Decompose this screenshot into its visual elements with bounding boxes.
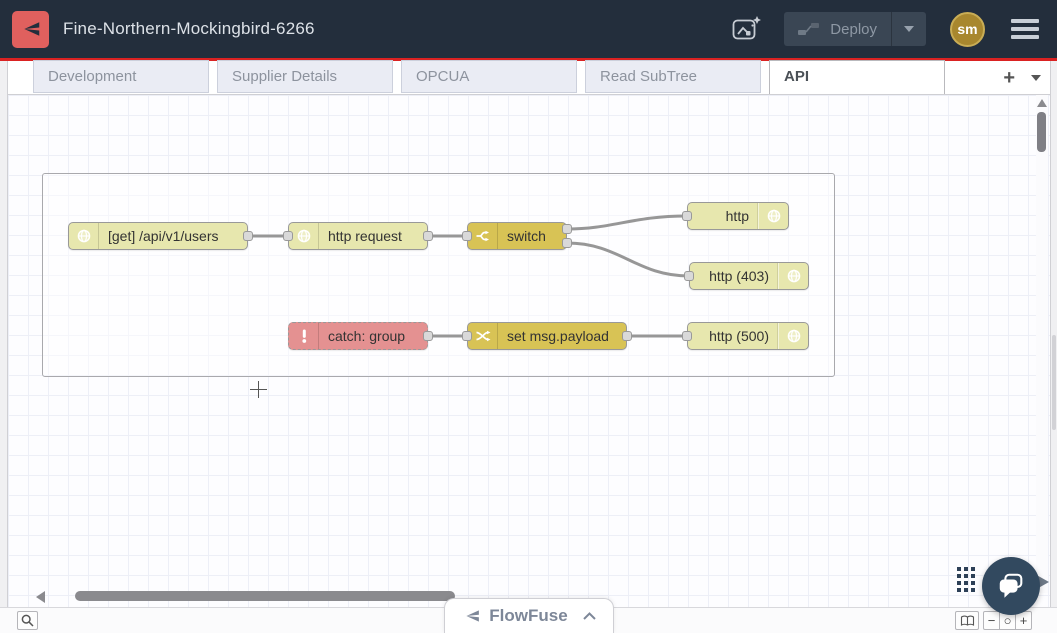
node-label: set msg.payload — [507, 328, 609, 344]
flow-node-http-resp-403[interactable]: http (403) — [689, 262, 809, 290]
chevron-down-icon — [1031, 74, 1041, 81]
palette-collapsed-strip[interactable] — [0, 61, 8, 633]
flowfuse-logo-icon — [12, 10, 49, 48]
node-label: http (403) — [709, 268, 769, 284]
node-port[interactable] — [423, 331, 433, 341]
flow-node-change[interactable]: set msg.payload — [467, 322, 627, 350]
globe-icon — [778, 263, 808, 289]
node-label: http — [725, 208, 749, 224]
search-icon — [21, 614, 34, 627]
globe-icon — [69, 223, 99, 249]
tab-api[interactable]: API — [769, 60, 945, 94]
vertical-scrollbar-thumb[interactable] — [1037, 112, 1046, 152]
user-avatar[interactable]: sm — [950, 11, 985, 47]
chevron-up-icon — [582, 612, 596, 620]
tab-supplier-details[interactable]: Supplier Details — [217, 60, 393, 93]
node-port[interactable] — [462, 331, 472, 341]
node-port[interactable] — [622, 331, 632, 341]
zoom-out-button[interactable]: − — [983, 611, 1000, 630]
globe-icon — [758, 203, 788, 229]
search-button[interactable] — [17, 611, 38, 630]
tab-development[interactable]: Development — [33, 60, 209, 93]
exclaim-icon — [289, 323, 319, 349]
header-accent-bar — [0, 58, 1057, 61]
crosshair-cursor — [250, 381, 267, 398]
node-port[interactable] — [682, 331, 692, 341]
horizontal-scrollbar-thumb[interactable] — [75, 591, 455, 601]
flow-node-http-in[interactable]: [get] /api/v1/users — [68, 222, 248, 250]
fork-icon — [468, 223, 498, 249]
flow-list-dropdown[interactable] — [1031, 74, 1041, 81]
node-port[interactable] — [423, 231, 433, 241]
flowfuse-brand-label: FlowFuse — [489, 606, 568, 625]
tab-opcua[interactable]: OPCUA — [401, 60, 577, 93]
scroll-up-arrow-icon[interactable] — [1037, 99, 1047, 107]
deploy-button[interactable]: Deploy — [784, 12, 926, 46]
chat-widget-drag-handle[interactable] — [957, 567, 975, 592]
header-bar: Fine-Northern-Mockingbird-6266 Deploy sm — [0, 0, 1057, 58]
node-port[interactable] — [562, 238, 572, 248]
shuffle-icon — [468, 323, 498, 349]
navigator-toggle-button[interactable] — [955, 611, 979, 630]
map-icon — [960, 615, 974, 626]
deploy-options-dropdown[interactable] — [891, 12, 926, 46]
flow-node-catch[interactable]: catch: group — [288, 322, 428, 350]
sidebar-collapsed-strip[interactable] — [1050, 61, 1057, 633]
deploy-button-label: Deploy — [830, 20, 877, 38]
flow-node-http-request[interactable]: http request — [288, 222, 428, 250]
project-title: Fine-Northern-Mockingbird-6266 — [63, 19, 315, 38]
node-port[interactable] — [684, 271, 694, 281]
deploy-nodes-icon — [784, 22, 830, 36]
node-label: http (500) — [709, 328, 769, 344]
node-label: [get] /api/v1/users — [108, 228, 219, 244]
tab-read-subtree[interactable]: Read SubTree — [585, 60, 761, 93]
scroll-left-arrow-icon[interactable] — [36, 591, 45, 603]
add-flow-button[interactable]: + — [1003, 66, 1015, 89]
sidebar-scrollbar-thumb[interactable] — [1052, 335, 1056, 430]
flow-node-http-resp-500[interactable]: http (500) — [687, 322, 809, 350]
chat-bubble-icon — [999, 573, 1023, 598]
node-port[interactable] — [462, 231, 472, 241]
flowfuse-drawer-toggle[interactable]: FlowFuse — [444, 598, 614, 633]
hamburger-menu-icon[interactable] — [1011, 19, 1039, 39]
flow-node-http-resp-200[interactable]: http — [687, 202, 789, 230]
flow-node-switch[interactable]: switch — [467, 222, 567, 250]
globe-icon — [778, 323, 808, 349]
chat-launcher-button[interactable] — [982, 557, 1040, 615]
node-port[interactable] — [682, 211, 692, 221]
chevron-down-icon — [904, 26, 914, 32]
ai-assistant-icon[interactable] — [728, 13, 766, 45]
node-label: catch: group — [328, 328, 406, 344]
globe-icon — [289, 223, 319, 249]
node-label: switch — [507, 228, 546, 244]
node-label: http request — [328, 228, 402, 244]
vertical-scrollbar[interactable] — [1036, 95, 1048, 593]
flowfuse-logo-icon — [466, 610, 480, 622]
node-port[interactable] — [243, 231, 253, 241]
node-port[interactable] — [562, 224, 572, 234]
node-port[interactable] — [283, 231, 293, 241]
flow-canvas[interactable]: [get] /api/v1/users http request switch htt… — [8, 95, 1050, 607]
